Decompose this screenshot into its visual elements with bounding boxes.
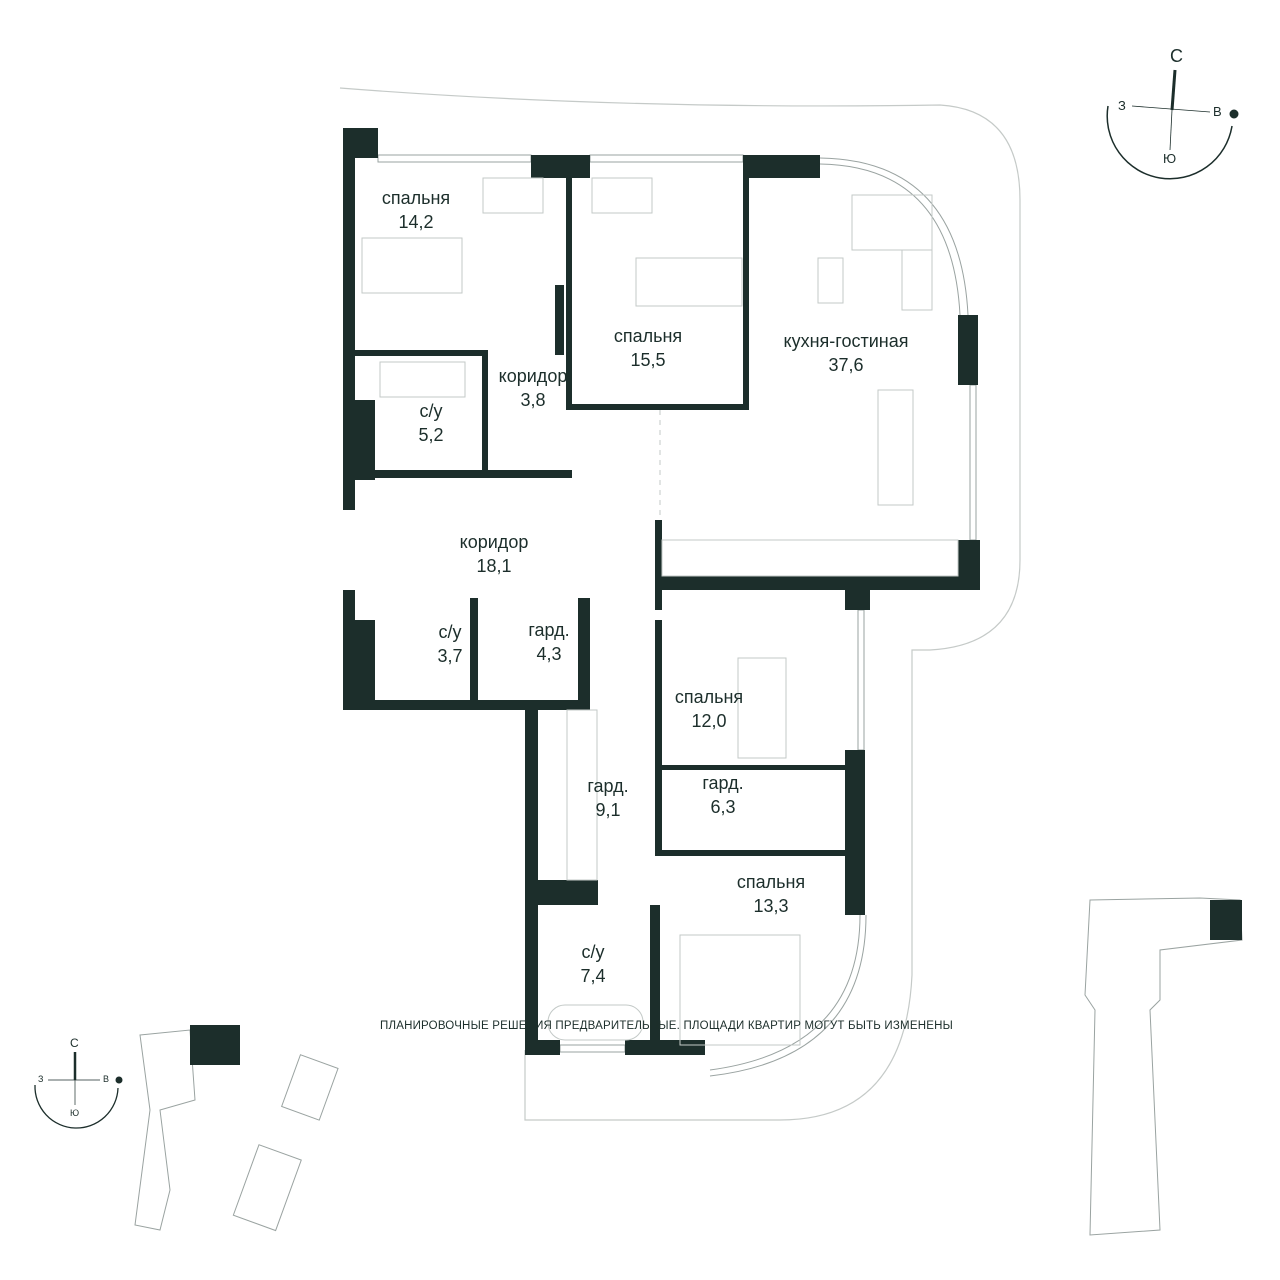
compass-bottom [34, 1052, 123, 1129]
walls [343, 128, 980, 1055]
compass-south: Ю [1163, 151, 1177, 166]
room-bedroom-2: спальня 15,5 [614, 324, 682, 372]
room-name: спальня [613, 326, 683, 346]
room-bathroom-1: с/у 5,2 [418, 399, 443, 447]
windows [377, 154, 977, 1077]
compass-small-south: Ю [70, 1108, 80, 1118]
compass-small-west: З [38, 1074, 44, 1084]
room-area: 5,2 [418, 425, 444, 445]
room-name: с/у [581, 942, 605, 962]
room-bathroom-2: с/у 3,7 [437, 620, 462, 668]
room-name: с/у [419, 401, 443, 421]
compass-north: С [1170, 46, 1183, 66]
room-bedroom-1: спальня 14,2 [382, 186, 450, 234]
room-name: гард. [528, 620, 570, 640]
room-name: кухня-гостиная [783, 331, 909, 351]
room-area: 9,1 [595, 800, 621, 820]
room-area: 6,3 [710, 797, 736, 817]
room-name: коридор [459, 532, 529, 552]
room-bedroom-3: спальня 12,0 [675, 685, 743, 733]
room-area: 12,0 [691, 711, 727, 731]
furniture [361, 177, 959, 1046]
room-kitchen-living: кухня-гостиная 37,6 [784, 329, 909, 377]
room-bedroom-4: спальня 13,3 [737, 870, 805, 918]
compass-small-north: С [70, 1036, 79, 1050]
room-area: 37,6 [828, 355, 864, 375]
compass-west: З [1118, 98, 1126, 113]
room-name: гард. [702, 773, 744, 793]
room-area: 3,8 [520, 390, 546, 410]
room-name: с/у [438, 622, 462, 642]
compass-top [1106, 69, 1239, 180]
room-corridor-main: коридор 18,1 [460, 530, 529, 578]
room-wardrobe-1: гард. 4,3 [528, 618, 569, 666]
room-name: спальня [381, 188, 451, 208]
room-bathroom-3: с/у 7,4 [580, 940, 605, 988]
room-corridor-small: коридор 3,8 [499, 364, 568, 412]
room-wardrobe-3: гард. 9,1 [587, 774, 628, 822]
room-area: 3,7 [437, 646, 463, 666]
room-name: спальня [736, 872, 806, 892]
room-area: 13,3 [753, 896, 789, 916]
disclaimer-footer: ПЛАНИРОВОЧНЫЕ РЕШЕНИЯ ПРЕДВАРИТЕЛЬНЫЕ. П… [380, 1020, 953, 1032]
site-plan [134, 1025, 339, 1232]
compass-small-east: В [103, 1074, 110, 1084]
building-key-plan [1084, 897, 1243, 1236]
room-area: 4,3 [536, 644, 562, 664]
room-area: 14,2 [398, 212, 434, 232]
room-name: коридор [498, 366, 568, 386]
room-wardrobe-2: гард. 6,3 [702, 771, 743, 819]
room-area: 18,1 [476, 556, 512, 576]
room-area: 7,4 [580, 966, 606, 986]
compass-east: В [1213, 104, 1222, 119]
room-name: гард. [587, 776, 629, 796]
balcony-outline [339, 87, 1021, 1121]
room-name: спальня [674, 687, 744, 707]
room-area: 15,5 [630, 350, 666, 370]
